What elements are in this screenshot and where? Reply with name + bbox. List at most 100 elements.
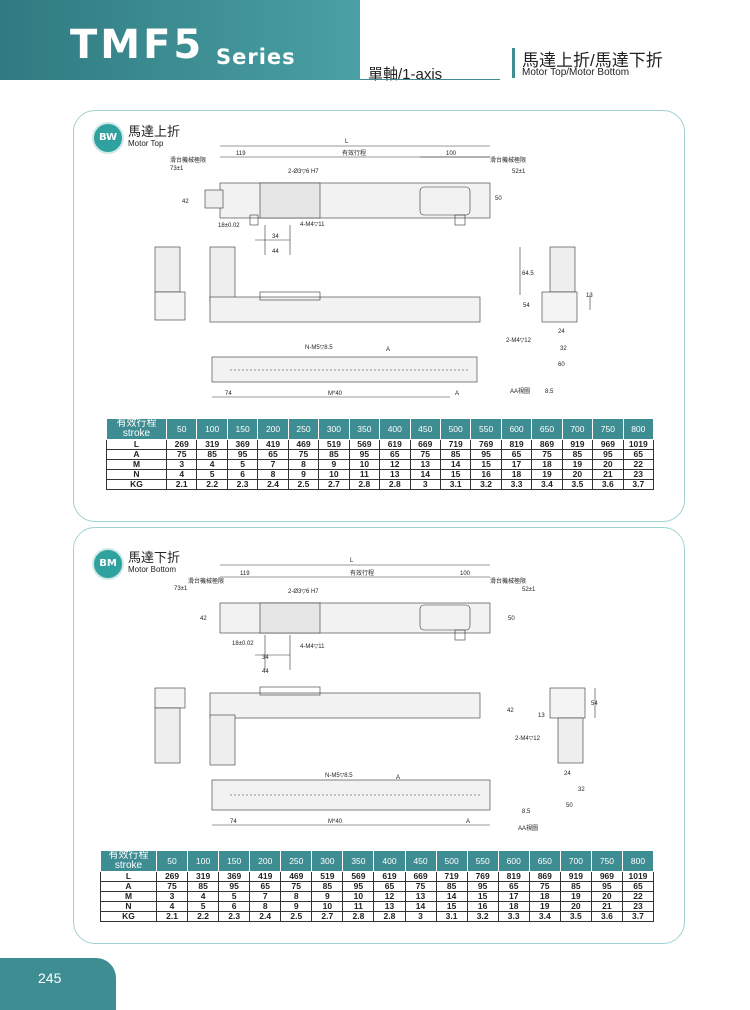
table-cell: 65 bbox=[373, 881, 406, 892]
table-cell: 20 bbox=[590, 891, 623, 902]
stroke-column-header: 600 bbox=[500, 418, 533, 440]
table-cell: 8 bbox=[287, 459, 320, 470]
dim-32: 32 bbox=[560, 346, 567, 352]
dim-52: 52±1 bbox=[522, 587, 536, 593]
dim-119: 119 bbox=[236, 151, 246, 157]
stroke-header-cn: 有效行程 bbox=[116, 418, 157, 429]
dim-limit-left: 滑台機械極限 bbox=[188, 577, 224, 585]
table-cell: 3 bbox=[155, 891, 189, 902]
dim-8-5: 8.5 bbox=[522, 809, 531, 815]
table-cell: 65 bbox=[257, 449, 289, 460]
table-cell: 13 bbox=[409, 459, 441, 470]
table-cell: 19 bbox=[528, 901, 561, 912]
dim-stroke: 有效行程 bbox=[350, 569, 374, 577]
dim-52: 52±1 bbox=[512, 169, 526, 175]
table-cell: 85 bbox=[318, 449, 350, 460]
table-cell: 3.7 bbox=[621, 911, 655, 922]
table-cell: 969 bbox=[590, 871, 623, 882]
dim-8-5: 8.5 bbox=[545, 389, 554, 395]
table-cell: 65 bbox=[622, 449, 655, 460]
stroke-column-header: 300 bbox=[318, 418, 350, 440]
table-cell: 12 bbox=[373, 891, 406, 902]
dim-m5: N-M5▽8.5 bbox=[325, 773, 353, 779]
stroke-column-header: 650 bbox=[528, 850, 561, 872]
table-cell: 23 bbox=[621, 901, 655, 912]
stroke-column-header: 400 bbox=[379, 418, 411, 440]
table-cell: 2.4 bbox=[257, 479, 289, 490]
dim-A-top: A bbox=[396, 775, 400, 781]
stroke-column-header: 250 bbox=[287, 418, 320, 440]
table-cell: 85 bbox=[435, 881, 468, 892]
table-cell: 95 bbox=[218, 881, 251, 892]
table-cell: 13 bbox=[379, 469, 411, 480]
dim-24: 24 bbox=[558, 329, 565, 335]
table-cell: 16 bbox=[466, 901, 499, 912]
table-cell: 3.2 bbox=[466, 911, 499, 922]
row-label: N bbox=[100, 901, 157, 912]
table-cell: 4 bbox=[165, 469, 198, 480]
dim-34: 34 bbox=[262, 655, 269, 661]
stroke-column-header: 50 bbox=[155, 850, 189, 872]
table-cell: 15 bbox=[439, 469, 472, 480]
table-cell: 2.1 bbox=[165, 479, 198, 490]
stroke-header-en: stroke bbox=[114, 860, 143, 871]
stroke-column-header: 800 bbox=[621, 850, 655, 872]
table-cell: 85 bbox=[561, 449, 594, 460]
table-cell: 3.6 bbox=[592, 479, 624, 490]
stroke-column-header: 450 bbox=[404, 850, 437, 872]
stroke-column-header: 800 bbox=[622, 418, 655, 440]
table-cell: 65 bbox=[379, 449, 411, 460]
stroke-column-header: 100 bbox=[187, 850, 220, 872]
table-cell: 95 bbox=[348, 449, 381, 460]
table-cell: 419 bbox=[257, 439, 289, 450]
table-cell: 3.6 bbox=[590, 911, 623, 922]
table-cell: 20 bbox=[559, 901, 592, 912]
table-cell: 1019 bbox=[622, 439, 655, 450]
header-band bbox=[0, 0, 360, 80]
table-cell: 95 bbox=[590, 881, 623, 892]
dim-60: 60 bbox=[558, 362, 565, 368]
table-cell: 14 bbox=[439, 459, 472, 470]
motor-top-drawing: L 119 有效行程 100 滑台機械極限 滑台機械極限 73±1 52±1 2… bbox=[150, 135, 620, 410]
dim-100: 100 bbox=[446, 151, 457, 157]
stroke-column-header: 50 bbox=[165, 418, 198, 440]
table-cell: 14 bbox=[404, 901, 437, 912]
table-cell: 2.7 bbox=[318, 479, 350, 490]
table-cell: 919 bbox=[561, 439, 594, 450]
table-cell: 65 bbox=[497, 881, 530, 892]
stroke-column-header: 350 bbox=[348, 418, 381, 440]
stroke-column-header: 700 bbox=[559, 850, 592, 872]
table-cell: 21 bbox=[590, 901, 623, 912]
stroke-header-en: stroke bbox=[122, 428, 151, 439]
table-cell: 4 bbox=[155, 901, 189, 912]
stroke-column-header: 700 bbox=[561, 418, 594, 440]
stroke-column-header: 400 bbox=[373, 850, 406, 872]
table-cell: 15 bbox=[466, 891, 499, 902]
table-cell: 969 bbox=[592, 439, 624, 450]
stroke-column-header: 550 bbox=[466, 850, 499, 872]
stroke-column-header: 500 bbox=[435, 850, 468, 872]
table-cell: 10 bbox=[348, 459, 381, 470]
table-cell: 23 bbox=[622, 469, 655, 480]
dim-73: 73±1 bbox=[174, 586, 188, 592]
table-cell: 95 bbox=[470, 449, 502, 460]
stroke-column-header: 300 bbox=[311, 850, 344, 872]
table-cell: 3 bbox=[404, 911, 437, 922]
dim-24: 24 bbox=[564, 771, 571, 777]
table-cell: 13 bbox=[373, 901, 406, 912]
dim-18: 18±0.02 bbox=[232, 641, 254, 647]
row-label: L bbox=[100, 871, 157, 882]
section-title-en: Motor Bottom bbox=[128, 565, 177, 574]
dim-13: 13 bbox=[538, 713, 545, 719]
dim-limit-right: 滑台機械極限 bbox=[490, 577, 526, 585]
page-title-cn: 馬達上折/馬達下折 bbox=[522, 51, 663, 70]
table-cell: 819 bbox=[497, 871, 530, 882]
table-cell: 769 bbox=[470, 439, 502, 450]
dim-aa-view: AA視圖 bbox=[518, 824, 538, 832]
table-cell: 619 bbox=[379, 439, 411, 450]
row-label: A bbox=[100, 881, 157, 892]
